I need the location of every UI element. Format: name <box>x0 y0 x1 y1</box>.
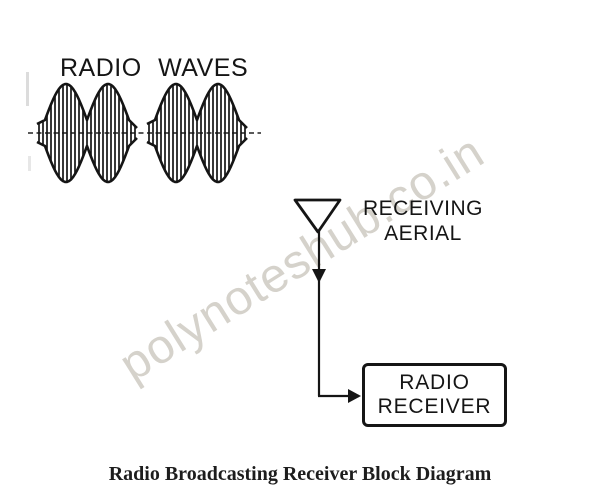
radio-receiver-label-line2: RECEIVER <box>377 395 492 418</box>
diagram-caption: Radio Broadcasting Receiver Block Diagra… <box>108 463 492 485</box>
radio-receiver-label-line1: RADIO <box>399 371 470 394</box>
receiving-aerial-label: RECEIVING AERIAL <box>352 196 494 246</box>
scan-artifact <box>26 72 29 106</box>
modulated-waves-drawing <box>28 82 261 184</box>
receiving-aerial-label-line2: AERIAL <box>384 222 462 245</box>
modulated-wave-group <box>36 82 138 184</box>
receiving-aerial-label-line1: RECEIVING <box>362 197 484 220</box>
radio-receiver-box: RADIO RECEIVER <box>362 363 507 427</box>
radio-waves-label: RADIO WAVES <box>60 54 249 82</box>
scan-artifact <box>28 156 31 171</box>
modulated-wave-group <box>146 82 248 184</box>
right-arrow-icon <box>348 389 361 403</box>
